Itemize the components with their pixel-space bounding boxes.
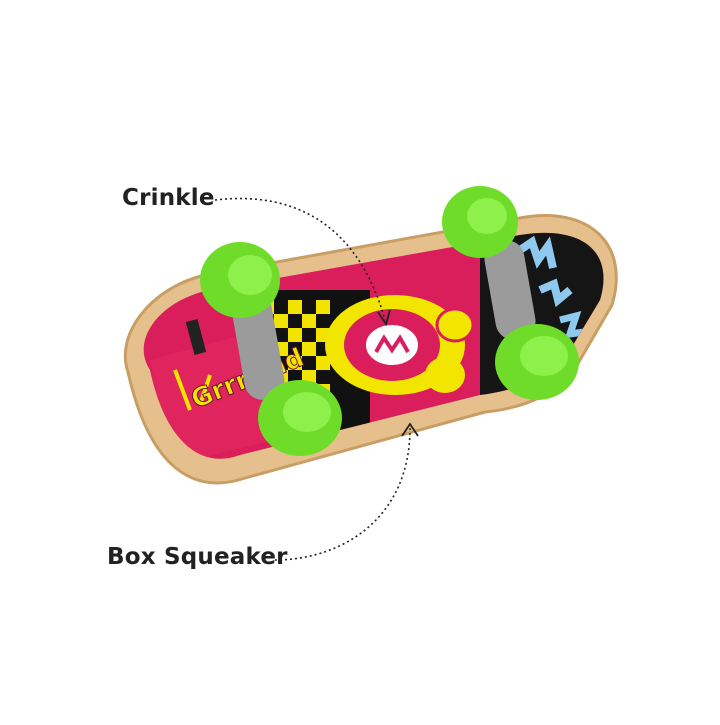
crinkle-arrow: [214, 197, 386, 321]
right-truck: [442, 186, 579, 400]
crinkle-label: Crinkle: [122, 185, 215, 211]
callout-arrows: [214, 197, 419, 561]
deck-logo-graphic: [325, 295, 475, 395]
fabric-tag: [185, 319, 207, 355]
box-squeaker-label: Box Squeaker: [107, 544, 288, 570]
left-truck: [200, 242, 342, 456]
